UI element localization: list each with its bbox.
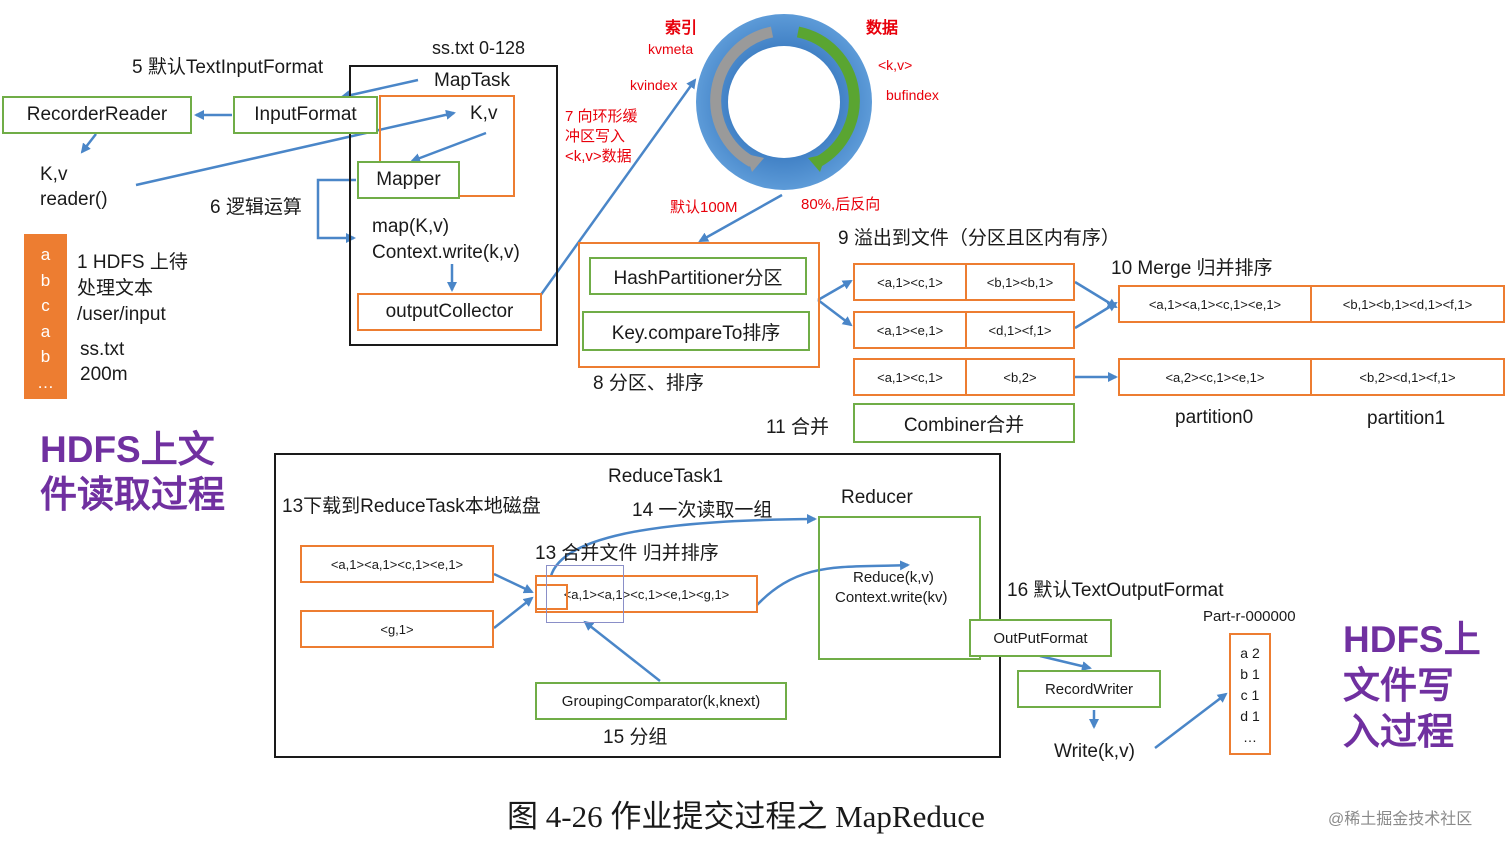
record-writer-box: RecordWriter	[1017, 670, 1161, 708]
hash-partitioner-box: HashPartitioner分区	[589, 257, 807, 295]
downloaded-file-2: <g,1>	[300, 610, 494, 648]
partition-sort-container	[578, 242, 820, 368]
hdfs-write-title-line3: 入过程	[1343, 711, 1454, 752]
hdfs-read-title-line2: 件读取过程	[40, 474, 225, 515]
output-file-block: a 2 b 1 c 1 d 1 …	[1229, 633, 1271, 755]
hdfs-write-title-line1: HDFS上	[1343, 619, 1481, 660]
spill-cell: <d,1><f,1>	[965, 311, 1075, 349]
source-file-size: 200m	[80, 364, 128, 385]
file-letter: a	[40, 321, 51, 341]
index-label: 索引	[665, 20, 698, 37]
output-collector-box: outputCollector	[357, 293, 542, 331]
step13-merge-label: 13 合并文件 归并排序	[535, 543, 719, 564]
write-call-label: Write(k,v)	[1054, 741, 1135, 762]
step7-line3: <k,v>数据	[565, 148, 632, 165]
step8-label: 8 分区、排序	[593, 373, 704, 394]
file-letter: a	[40, 245, 51, 264]
default-size-label: 默认100M	[670, 199, 738, 216]
data-label: 数据	[866, 20, 899, 37]
split-range-label: ss.txt 0-128	[432, 38, 526, 58]
step1-line3: /user/input	[77, 304, 166, 325]
part-file-name: Part-r-000000	[1203, 608, 1296, 625]
maptask-kv-label: K,v	[470, 103, 498, 124]
recorder-reader-box: RecorderReader	[2, 96, 192, 134]
maptask-container	[349, 65, 558, 346]
bufindex-label: bufindex	[886, 87, 939, 103]
maptask-title: MapTask	[434, 70, 511, 91]
step1-line2: 处理文本	[77, 278, 154, 299]
reduce-function-line1: Reduce(k,v)	[853, 569, 934, 586]
spill-cell: <b,2>	[965, 358, 1075, 396]
spill-cell: <a,1><c,1>	[853, 358, 967, 396]
output-line: …	[1243, 729, 1257, 745]
map-function-line1: map(K,v)	[372, 216, 450, 237]
partition1-label: partition1	[1367, 408, 1446, 429]
step9-label: 9 溢出到文件（分区且区内有序）	[838, 228, 1120, 249]
figure-caption: 图 4-26 作业提交过程之 MapReduce	[507, 799, 985, 834]
mapper-box: Mapper	[357, 161, 460, 199]
spill-cell: <a,1><e,1>	[853, 311, 967, 349]
step10-label: 10 Merge 归并排序	[1111, 258, 1273, 279]
file-letter: c	[41, 296, 50, 315]
step13-download-label: 13下载到ReduceTask本地磁盘	[282, 496, 541, 517]
merged-file-box: <a,1><a,1><c,1><e,1><g,1>	[535, 575, 758, 613]
group-window-highlight	[546, 565, 624, 623]
step11-label: 11 合并	[766, 417, 830, 438]
step16-label: 16 默认TextOutputFormat	[1007, 580, 1224, 601]
file-letter: b	[40, 347, 51, 366]
merged-partition0-cell: <a,1><a,1><c,1><e,1>	[1118, 285, 1312, 323]
file-letter: b	[40, 270, 51, 290]
reader-call-label: reader()	[40, 189, 108, 210]
current-group-highlight	[535, 584, 568, 610]
partition0-label: partition0	[1175, 407, 1254, 428]
reducetask-container	[274, 453, 1001, 758]
reader-kv-label: K,v	[40, 164, 68, 185]
file-letter: …	[37, 372, 54, 392]
step6-label: 6 逻辑运算	[210, 197, 302, 218]
merged-partition1-cell: <b,1><b,1><d,1><f,1>	[1310, 285, 1505, 323]
step7-line2: 冲区写入	[565, 128, 626, 145]
output-line: a 2	[1240, 645, 1260, 661]
combined-partition1-cell: <b,2><d,1><f,1>	[1310, 358, 1505, 396]
source-file-name: ss.txt	[80, 339, 125, 360]
output-line: b 1	[1240, 666, 1260, 682]
downloaded-file-1: <a,1><a,1><c,1><e,1>	[300, 545, 494, 583]
combined-partition0-cell: <a,2><c,1><e,1>	[1118, 358, 1312, 396]
reducetask-title: ReduceTask1	[608, 466, 724, 487]
step5-label: 5 默认TextInputFormat	[132, 57, 324, 78]
hdfs-input-file-block: a b c a b …	[24, 234, 67, 399]
kvindex-label: kvindex	[630, 77, 678, 93]
output-line: d 1	[1240, 708, 1260, 724]
spill-cell: <b,1><b,1>	[965, 263, 1075, 301]
output-line: c 1	[1240, 687, 1260, 703]
reducer-box	[818, 516, 981, 660]
combiner-box: Combiner合并	[853, 403, 1075, 443]
kv-data-label: <k,v>	[878, 57, 913, 73]
step15-label: 15 分组	[603, 727, 668, 748]
input-format-box: InputFormat	[233, 96, 378, 134]
step7-line1: 7 向环形缓	[565, 108, 638, 125]
hdfs-read-title-line1: HDFS上文	[40, 429, 215, 470]
map-function-line2: Context.write(k,v)	[372, 242, 520, 263]
hdfs-write-title-line2: 文件写	[1343, 665, 1454, 706]
key-compare-box: Key.compareTo排序	[582, 311, 810, 351]
grouping-comparator-box: GroupingComparator(k,knext)	[535, 682, 787, 720]
step14-label: 14 一次读取一组	[632, 500, 773, 521]
reduce-function-line2: Context.write(kv)	[835, 589, 948, 606]
ring-buffer-icon	[696, 14, 872, 190]
watermark: @稀土掘金技术社区	[1328, 811, 1473, 828]
threshold-label: 80%,后反向	[801, 196, 881, 213]
step1-line1: 1 HDFS 上待	[77, 252, 188, 273]
spill-cell: <a,1><c,1>	[853, 263, 967, 301]
reducer-title: Reducer	[841, 487, 913, 508]
kvmeta-label: kvmeta	[648, 41, 694, 57]
output-format-box: OutPutFormat	[969, 619, 1112, 657]
